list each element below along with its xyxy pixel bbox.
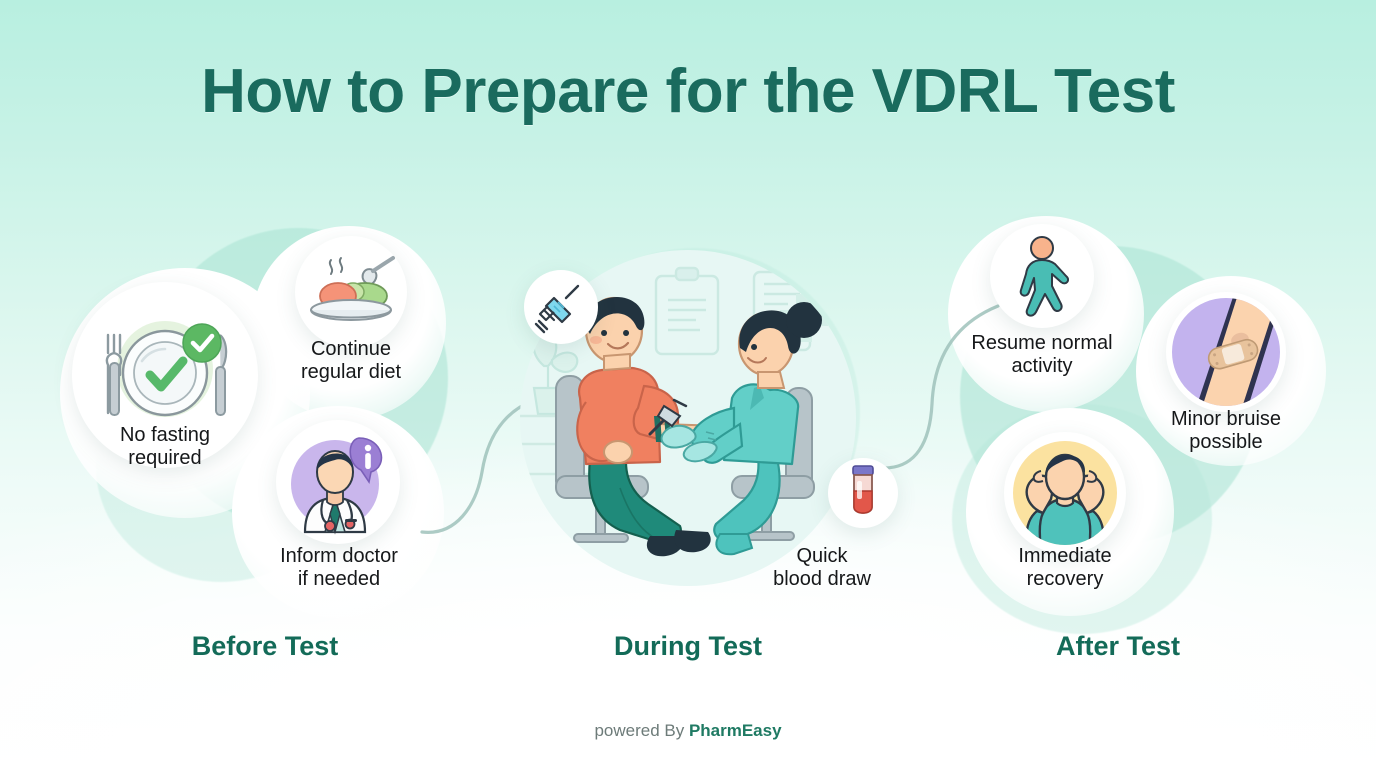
footer-prefix: powered By (594, 721, 689, 740)
food-plate-icon (310, 256, 395, 321)
walking-person-icon (1019, 236, 1070, 317)
doctor-info-icon (291, 437, 383, 535)
caption-minor-bruise: Minor bruise possible (1128, 408, 1324, 454)
caption-line: possible (1189, 431, 1263, 454)
caption-line: Quick (796, 545, 848, 567)
card-no-fasting[interactable] (72, 282, 258, 468)
card-continue-diet[interactable] (295, 236, 407, 348)
page-title: How to Prepare for the VDRL Test (201, 57, 1175, 126)
caption-line: No fasting (119, 424, 211, 446)
caption-line: blood draw (773, 568, 871, 591)
syringe-icon (534, 284, 580, 334)
caption-blood-draw: Quick blood draw (740, 545, 904, 591)
badge-syringe[interactable] (524, 270, 598, 344)
relaxed-person-icon (1013, 441, 1117, 545)
plate-check-icon (105, 321, 228, 417)
caption-line: required (128, 447, 202, 470)
section-label-before-test: Before Test (191, 631, 339, 661)
caption-line: activity (1011, 355, 1073, 378)
card-resume-activity[interactable] (990, 224, 1094, 328)
caption-line: regular diet (300, 361, 402, 384)
arm-bandage-icon (1172, 298, 1280, 406)
caption-continue-diet: Continue regular diet (252, 338, 450, 384)
caption-resume-activity: Resume normal activity (940, 332, 1144, 378)
section-label-during-test: During Test (614, 631, 762, 661)
caption-line: Immediate (1018, 545, 1112, 567)
caption-line: Resume normal (971, 332, 1113, 354)
caption-line: if needed (297, 568, 381, 591)
caption-line: recovery (1026, 568, 1104, 591)
caption-immediate-recovery: Immediate recovery (962, 545, 1168, 591)
caption-line: Continue (310, 338, 392, 360)
blood-tube-icon (852, 465, 874, 514)
section-label-after-test: After Test (1055, 631, 1181, 661)
blood-draw-scene-icon (520, 250, 856, 586)
card-immediate-recovery[interactable] (1004, 432, 1126, 554)
caption-inform-doctor: Inform doctor if needed (236, 545, 442, 591)
card-inform-doctor[interactable] (276, 420, 400, 544)
caption-line: Inform doctor (280, 545, 398, 567)
caption-line: Minor bruise (1170, 408, 1282, 430)
footer-attribution: powered By PharmEasy (0, 721, 1376, 741)
badge-blood-tube[interactable] (828, 458, 898, 528)
caption-no-fasting: No fasting required (65, 424, 265, 470)
card-minor-bruise[interactable] (1166, 292, 1286, 412)
footer-brand: PharmEasy (688, 721, 782, 740)
